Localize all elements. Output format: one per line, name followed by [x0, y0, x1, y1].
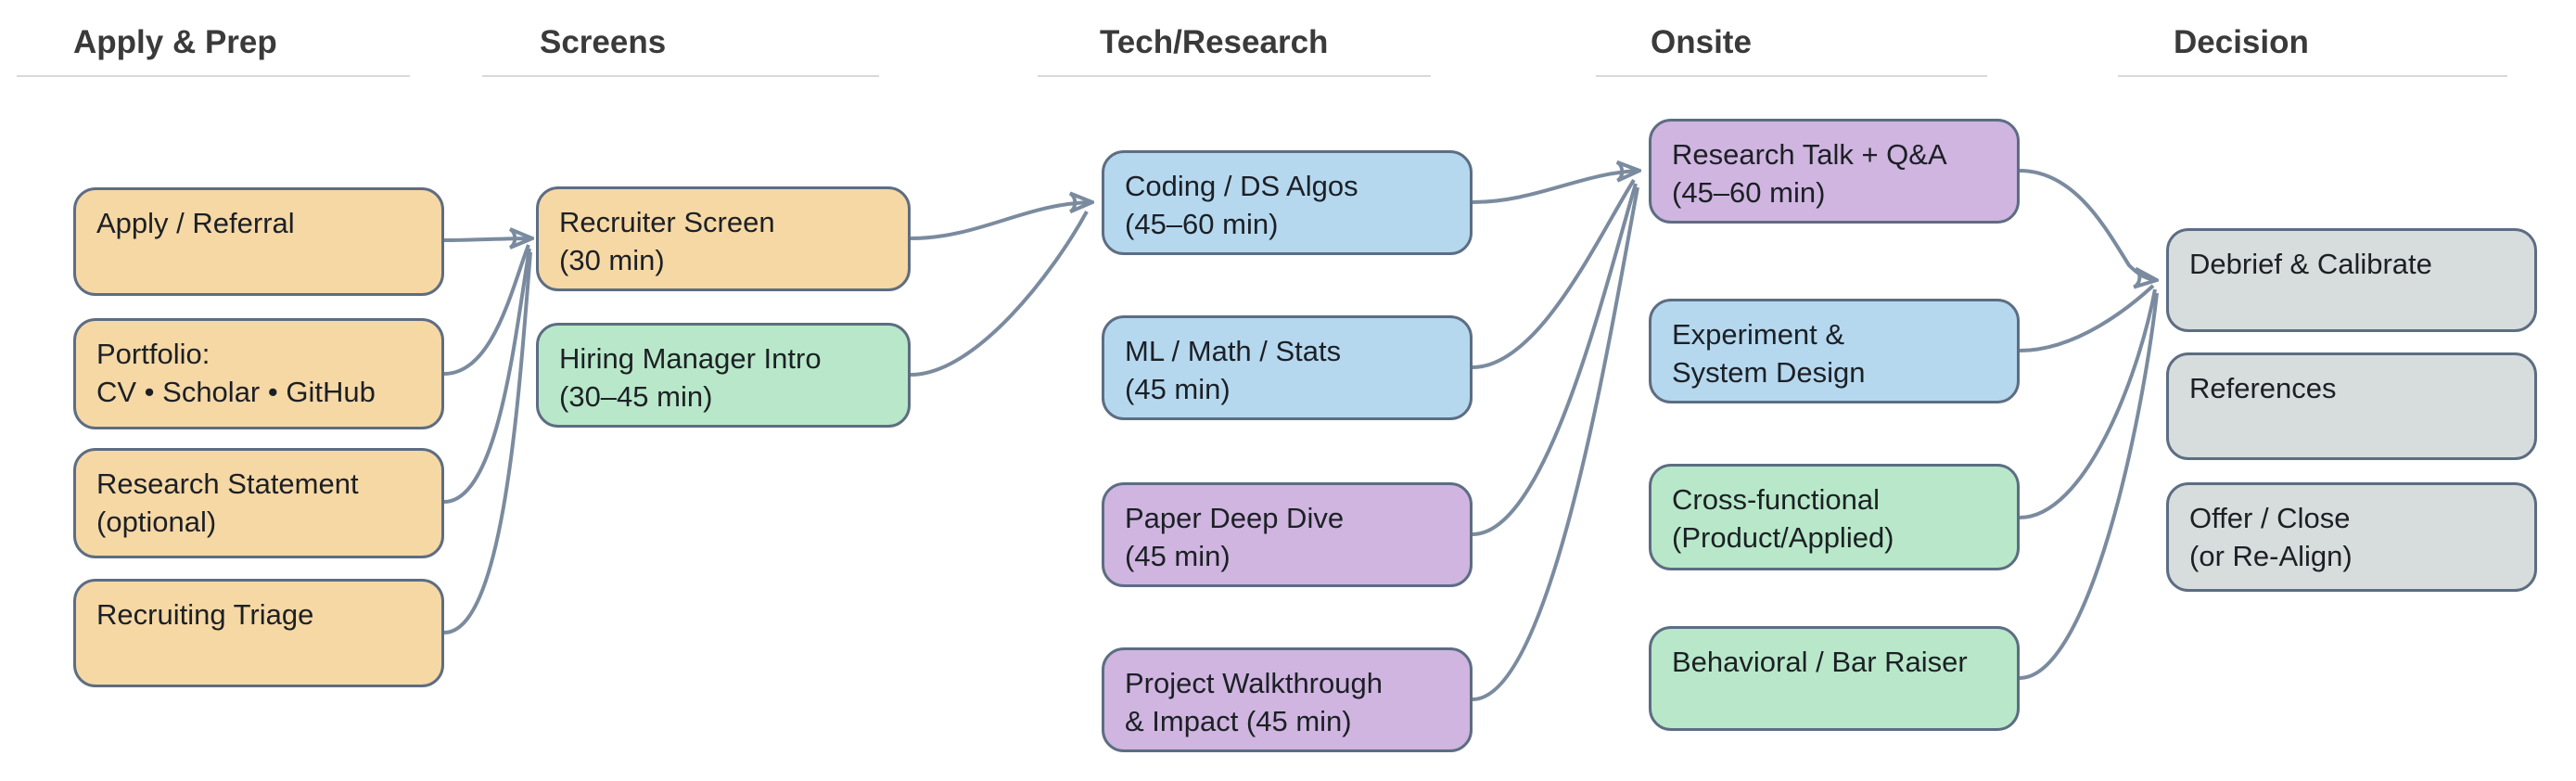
column-rule	[482, 75, 879, 77]
node-label: Offer / Close	[2189, 502, 2351, 534]
edge-apply-to-recruiter	[443, 238, 532, 240]
node-label: (45 min)	[1125, 373, 1231, 405]
node-label: Portfolio:	[96, 338, 210, 370]
node-experiment-design: Experiment & System Design	[1649, 299, 2020, 403]
node-portfolio: Portfolio: CV • Scholar • GitHub	[73, 318, 444, 429]
edge-project-to-talk	[1472, 186, 1639, 701]
node-label: Debrief & Calibrate	[2189, 248, 2432, 280]
node-label: (45–60 min)	[1672, 176, 1826, 209]
column-rule	[17, 75, 410, 77]
node-label: (30–45 min)	[559, 380, 713, 413]
node-label: CV • Scholar • GitHub	[96, 376, 376, 408]
node-coding-ds-algos: Coding / DS Algos (45–60 min)	[1102, 150, 1473, 255]
node-label: (optional)	[96, 506, 217, 538]
edge-recruiter-to-coding	[910, 202, 1092, 240]
column-header-tech-research: Tech/Research	[1100, 24, 1329, 60]
edge-portfolio-to-recruiter	[443, 244, 530, 376]
node-label: (or Re-Align)	[2189, 540, 2353, 572]
edge-paper-to-talk	[1472, 183, 1638, 536]
edge-behavioral-to-debrief	[2019, 292, 2159, 680]
column-header-apply-prep: Apply & Prep	[73, 24, 277, 60]
node-research-talk: Research Talk + Q&A (45–60 min)	[1649, 119, 2020, 224]
column-rule	[1038, 75, 1431, 77]
column-header-decision: Decision	[2174, 24, 2309, 60]
node-paper-deep-dive: Paper Deep Dive (45 min)	[1102, 482, 1473, 587]
node-recruiting-triage: Recruiting Triage	[73, 579, 444, 687]
edge-crossfunc-to-debrief	[2019, 288, 2157, 519]
node-label: & Impact (45 min)	[1125, 705, 1352, 737]
node-label: Experiment &	[1672, 318, 1845, 351]
edge-hm-to-coding	[910, 211, 1089, 377]
node-label: (30 min)	[559, 244, 665, 276]
node-recruiter-screen: Recruiter Screen (30 min)	[536, 186, 911, 291]
node-references: References	[2166, 352, 2537, 460]
edge-coding-to-talk	[1472, 171, 1639, 204]
column-header-screens: Screens	[540, 24, 667, 60]
edge-ml-to-talk	[1472, 178, 1636, 369]
node-label: Recruiting Triage	[96, 598, 314, 631]
edge-triage-to-recruiter	[443, 251, 532, 634]
node-label: System Design	[1672, 356, 1866, 389]
node-label: Apply / Referral	[96, 207, 295, 239]
node-label: (45 min)	[1125, 540, 1231, 572]
node-label: ML / Math / Stats	[1125, 335, 1342, 367]
node-ml-math-stats: ML / Math / Stats (45 min)	[1102, 315, 1473, 420]
node-label: Research Statement	[96, 467, 359, 500]
node-behavioral: Behavioral / Bar Raiser	[1649, 626, 2020, 731]
node-label: Project Walkthrough	[1125, 667, 1383, 699]
node-label: References	[2189, 372, 2337, 404]
node-debrief-calibrate: Debrief & Calibrate	[2166, 228, 2537, 332]
node-apply-referral: Apply / Referral	[73, 187, 444, 296]
column-rule	[1596, 75, 1987, 77]
node-label: Coding / DS Algos	[1125, 170, 1358, 202]
column-header-onsite: Onsite	[1651, 24, 1752, 60]
node-label: Behavioral / Bar Raiser	[1672, 646, 1968, 678]
node-label: Paper Deep Dive	[1125, 502, 1345, 534]
node-offer-close: Offer / Close (or Re-Align)	[2166, 482, 2537, 592]
node-label: Hiring Manager Intro	[559, 342, 822, 375]
node-label: (Product/Applied)	[1672, 521, 1894, 554]
node-label: Recruiter Screen	[559, 206, 775, 238]
node-research-statement: Research Statement (optional)	[73, 448, 444, 558]
node-cross-functional: Cross-functional (Product/Applied)	[1649, 464, 2020, 570]
node-project-walkthrough: Project Walkthrough & Impact (45 min)	[1102, 647, 1473, 752]
node-hiring-manager-intro: Hiring Manager Intro (30–45 min)	[536, 323, 911, 428]
node-label: Cross-functional	[1672, 483, 1880, 516]
edge-talk-to-debrief	[2019, 169, 2157, 280]
node-label: Research Talk + Q&A	[1672, 138, 1947, 171]
edge-statement-to-recruiter	[443, 248, 531, 504]
edge-experiment-to-debrief	[2019, 284, 2155, 352]
column-rule	[2118, 75, 2507, 77]
node-label: (45–60 min)	[1125, 208, 1279, 240]
